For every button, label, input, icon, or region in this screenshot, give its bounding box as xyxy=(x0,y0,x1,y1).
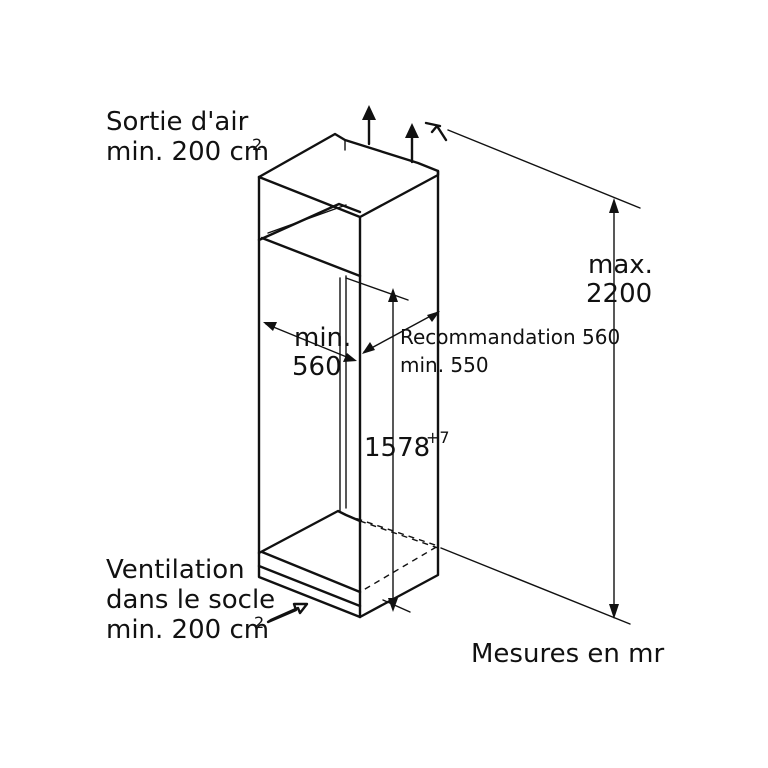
air-outlet-label-line1: Sortie d'air xyxy=(106,107,249,137)
upper-compartment-shelf xyxy=(257,202,362,242)
max-height-label-line2: 2200 xyxy=(586,279,652,309)
max-height-dimension xyxy=(440,129,641,625)
niche-height-tolerance: +7 xyxy=(426,428,450,447)
upper-compartment-front xyxy=(260,236,362,278)
width-arrow-right-icon xyxy=(343,353,357,362)
rear-floor-outline xyxy=(345,514,440,593)
upper-compartment-inner xyxy=(267,204,347,234)
niche-height-dimension xyxy=(382,288,411,613)
depth-arrow-right-icon xyxy=(427,311,440,322)
plinth-top xyxy=(257,564,362,608)
min-width-label-line1: min. xyxy=(294,323,351,353)
bottom-shelf xyxy=(257,509,362,555)
labels: Sortie d'air min. 200 cm 2 max. 2200 min… xyxy=(106,107,664,669)
plinth-arrow-icon xyxy=(266,602,309,624)
rear-floor-outline-2 xyxy=(359,520,439,549)
cabinet-side-face xyxy=(358,169,440,619)
depth-label-line1: Recommandation 560 xyxy=(400,325,620,349)
air-outlet-arrows xyxy=(362,105,419,164)
depth-label-line2: min. 550 xyxy=(400,353,489,377)
ventilation-label-sup: 2 xyxy=(254,613,264,632)
units-label: Mesures en mr xyxy=(471,639,664,669)
min-width-dimension xyxy=(263,322,357,362)
plinth-ventilation-arrow xyxy=(266,602,309,624)
max-height-extension-bottom xyxy=(440,547,631,625)
ventilation-label-line1: Ventilation xyxy=(106,555,245,585)
width-dimension-line xyxy=(265,323,355,361)
air-outlet-label-line2: min. 200 cm xyxy=(106,137,269,167)
ventilation-label-line3: min. 200 cm xyxy=(106,615,269,645)
air-outlet-label-sup: 2 xyxy=(252,135,262,154)
min-width-label-line2: 560 xyxy=(292,352,342,382)
depth-arrow-left-icon xyxy=(362,342,375,354)
cut-symbol-icon xyxy=(424,121,448,142)
bottom-shelf-front xyxy=(260,550,362,594)
depth-dimension xyxy=(345,277,440,354)
niche-height-value: 1578 xyxy=(364,433,430,463)
max-height-extension-top xyxy=(447,129,641,209)
niche-height-extension-bottom xyxy=(382,599,411,613)
air-arrow-2-icon xyxy=(405,123,419,138)
max-height-arrow-top-icon xyxy=(609,198,619,213)
cabinet-niche xyxy=(257,132,440,619)
depth-dimension-line xyxy=(363,311,439,353)
depth-extension xyxy=(345,277,409,301)
width-arrow-left-icon xyxy=(263,322,277,331)
max-height-arrow-bottom-icon xyxy=(609,604,619,619)
max-height-label-line1: max. xyxy=(588,250,653,280)
niche-height-arrow-top-icon xyxy=(388,288,398,302)
ventilation-label-line2: dans le socle xyxy=(106,585,275,615)
plinth-front xyxy=(261,577,361,618)
air-arrow-1-icon xyxy=(362,105,376,120)
